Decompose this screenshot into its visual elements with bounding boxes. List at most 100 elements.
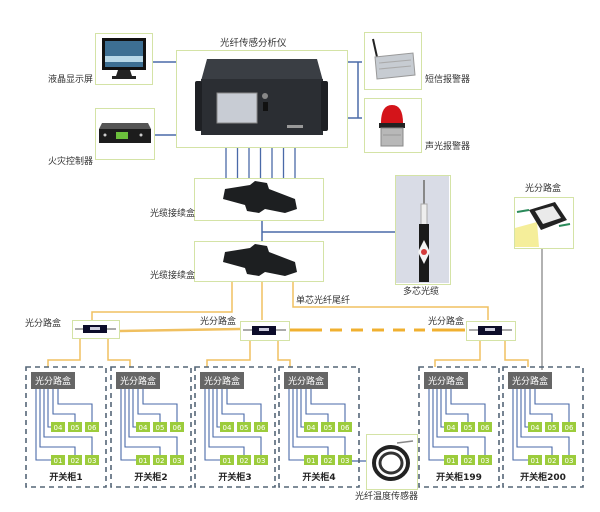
port-fiber bbox=[512, 389, 528, 461]
fiber-port-number: 05 bbox=[71, 424, 80, 432]
fiber-port bbox=[51, 422, 65, 432]
port-fiber bbox=[120, 389, 136, 461]
cabinet-boundary bbox=[418, 366, 500, 488]
fiber-port bbox=[153, 455, 167, 465]
fiber-port bbox=[444, 455, 458, 465]
splitter-3 bbox=[466, 321, 516, 341]
sms-alarm-label: 短信报警器 bbox=[425, 75, 471, 85]
lcd-frame bbox=[95, 33, 153, 85]
fiber-port-number: 05 bbox=[156, 424, 165, 432]
rack-handle-left-icon bbox=[195, 81, 202, 131]
fiber-port-number: 06 bbox=[565, 424, 574, 432]
port-fiber bbox=[305, 389, 329, 422]
port-fiber bbox=[35, 389, 51, 461]
splitter-3-icon bbox=[469, 326, 512, 335]
drop-cab4 bbox=[277, 339, 291, 367]
cabinet-splitter-header-text: 光分路盒 bbox=[35, 375, 71, 387]
analyzer-frame bbox=[176, 50, 348, 148]
fiber-port bbox=[220, 455, 234, 465]
fiber-port bbox=[528, 455, 542, 465]
power-button-icon bbox=[262, 93, 268, 99]
port-fiber bbox=[52, 389, 76, 422]
remote-splitter-icon bbox=[515, 202, 571, 247]
drop-cab200 bbox=[504, 339, 529, 367]
splitter-1-label: 光分路盒 bbox=[25, 319, 62, 329]
fiber-port-number: 06 bbox=[173, 424, 182, 432]
port-fiber bbox=[292, 389, 329, 455]
cabinet-boundary bbox=[194, 366, 276, 488]
port-fiber bbox=[208, 389, 245, 455]
fiber-port-number: 03 bbox=[481, 457, 490, 465]
fiber-port bbox=[562, 455, 576, 465]
fiber-port-number: 01 bbox=[139, 457, 148, 465]
fiber-port bbox=[85, 455, 99, 465]
cabinet-name: 开关柜1 bbox=[49, 471, 82, 483]
fiber-port-number: 01 bbox=[54, 457, 63, 465]
multicore-cable-icon bbox=[396, 176, 449, 283]
fiber-port-number: 04 bbox=[54, 424, 63, 432]
fire-controller-label: 火灾控制器 bbox=[48, 157, 94, 167]
analyzer-screen bbox=[216, 92, 258, 124]
fiber-port-number: 02 bbox=[156, 457, 165, 465]
port-fiber bbox=[300, 389, 304, 428]
fiber-port-number: 06 bbox=[341, 424, 350, 432]
port-fiber bbox=[137, 389, 161, 422]
drop-cab1 bbox=[47, 339, 81, 367]
fiber-port-number: 05 bbox=[240, 424, 249, 432]
fiber-port bbox=[478, 455, 492, 465]
cabinet-boundary bbox=[278, 366, 360, 488]
fiber-port-number: 02 bbox=[71, 457, 80, 465]
port-fiber bbox=[529, 389, 553, 422]
fiber-port bbox=[321, 422, 335, 432]
antenna-icon bbox=[372, 38, 378, 58]
fire-controller-frame bbox=[95, 108, 155, 160]
fiber-port bbox=[562, 422, 576, 432]
cabinet-boundary bbox=[502, 366, 584, 488]
splice-box-1-icon bbox=[223, 181, 297, 213]
remote-splitter-label: 光分路盒 bbox=[525, 184, 562, 194]
cabinet-splitter-header bbox=[116, 372, 160, 389]
fiber-port bbox=[461, 422, 475, 432]
cabinet-name: 开关柜199 bbox=[436, 471, 482, 483]
cabinet-splitter-header-text: 光分路盒 bbox=[204, 375, 240, 387]
fiber-port-number: 03 bbox=[341, 457, 350, 465]
fiber-port-number: 06 bbox=[481, 424, 490, 432]
multicore-cable-label: 多芯光缆 bbox=[403, 287, 440, 297]
cabinet-splitter-header bbox=[508, 372, 552, 389]
fiber-port bbox=[254, 422, 268, 432]
port-fiber bbox=[142, 389, 178, 422]
cabinet-name: 开关柜200 bbox=[520, 471, 566, 483]
lcd-label: 液晶显示屏 bbox=[48, 75, 94, 85]
cabinet-splitter-header bbox=[284, 372, 328, 389]
fiber-port-number: 01 bbox=[307, 457, 316, 465]
fiber-port-number: 06 bbox=[88, 424, 97, 432]
cabinet-splitter-header-text: 光分路盒 bbox=[120, 375, 156, 387]
fiber-port-number: 05 bbox=[548, 424, 557, 432]
fiber-port bbox=[51, 455, 65, 465]
lcd-monitor-icon bbox=[102, 38, 146, 79]
fiber-port-number: 03 bbox=[257, 457, 266, 465]
fiber-port-number: 01 bbox=[447, 457, 456, 465]
port-fiber bbox=[57, 389, 93, 422]
fiber-port-number: 02 bbox=[548, 457, 557, 465]
cabinet-splitter-header bbox=[31, 372, 75, 389]
splitter-3-label: 光分路盒 bbox=[428, 317, 465, 327]
sms-alarm-frame bbox=[364, 32, 422, 90]
splice-box-1-label: 光缆接续盒 bbox=[150, 209, 196, 219]
port-fiber bbox=[524, 389, 528, 428]
remote-splitter-frame bbox=[514, 197, 574, 249]
fiber-port-number: 01 bbox=[223, 457, 232, 465]
cabinet-splitter-header bbox=[200, 372, 244, 389]
fiber-port bbox=[68, 422, 82, 432]
port-fiber bbox=[124, 389, 161, 455]
fiber-port bbox=[338, 455, 352, 465]
fiber-port bbox=[153, 422, 167, 432]
fiber-port bbox=[478, 422, 492, 432]
port-fiber bbox=[516, 389, 553, 455]
port-fiber bbox=[310, 389, 346, 422]
fiber-port bbox=[545, 422, 559, 432]
